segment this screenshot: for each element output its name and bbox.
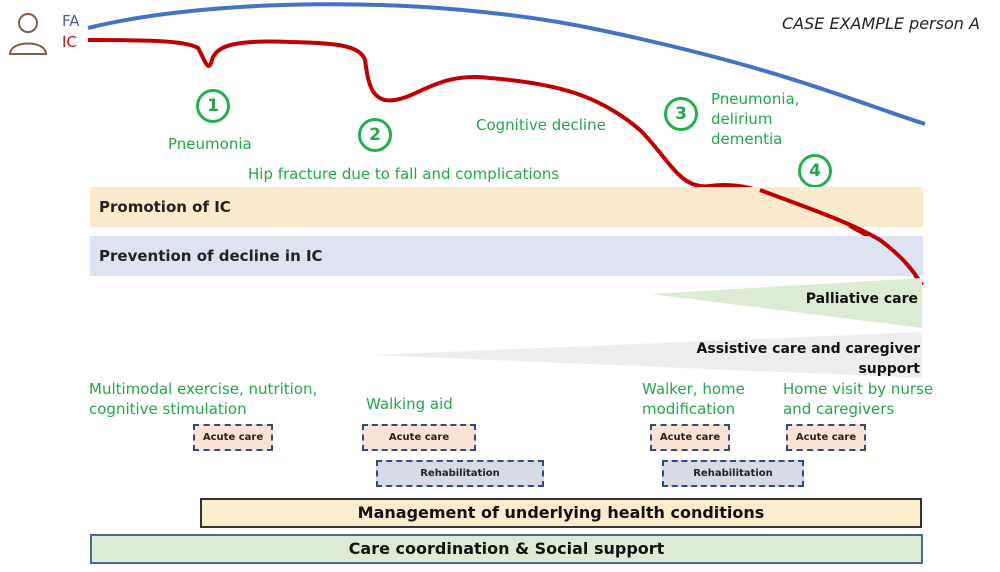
assistive-wedge <box>372 332 922 378</box>
acute-care-box: Acute care <box>650 424 730 451</box>
assistive-label: Assistive care and caregiver support <box>696 341 920 377</box>
rehabilitation-box: Rehabilitation <box>376 460 544 487</box>
event-3-label: Pneumonia, delirium dementia <box>711 90 800 148</box>
rehabilitation-box: Rehabilitation <box>662 460 804 487</box>
walker-label: Walker, home modification <box>642 380 745 418</box>
event-4-circle: 4 <box>798 154 832 188</box>
cognitive-decline-label: Cognitive decline <box>476 116 606 134</box>
palliative-wedge <box>650 278 922 328</box>
case-title: CASE EXAMPLE person A <box>782 14 980 33</box>
acute-care-box: Acute care <box>193 424 273 451</box>
prevention-band: Prevention of decline in IC <box>90 236 923 276</box>
event-2-label: Hip fracture due to fall and complicatio… <box>248 165 560 183</box>
management-bar: Management of underlying health conditio… <box>200 498 922 528</box>
event-1-circle: 1 <box>196 89 230 123</box>
coordination-bar: Care coordination & Social support <box>90 534 923 564</box>
ic-curve-overlay <box>759 188 924 287</box>
fa-curve <box>87 2 926 126</box>
legend-ic: IC <box>62 33 77 51</box>
promotion-band: Promotion of IC <box>90 187 923 227</box>
event-3-circle: 3 <box>664 97 698 131</box>
acute-care-box: Acute care <box>786 424 866 451</box>
event-2-circle: 2 <box>358 118 392 152</box>
home-visit-label: Home visit by nurse and caregivers <box>783 380 934 418</box>
acute-care-box: Acute care <box>362 424 476 451</box>
event-1-label: Pneumonia <box>168 135 252 153</box>
palliative-label: Palliative care <box>805 291 918 307</box>
multimodal-label: Multimodal exercise, nutrition, cognitiv… <box>89 380 318 418</box>
care-wedges <box>372 278 922 378</box>
legend-fa: FA <box>62 12 80 30</box>
person-icon <box>8 13 48 55</box>
walking-aid-label: Walking aid <box>366 395 453 413</box>
